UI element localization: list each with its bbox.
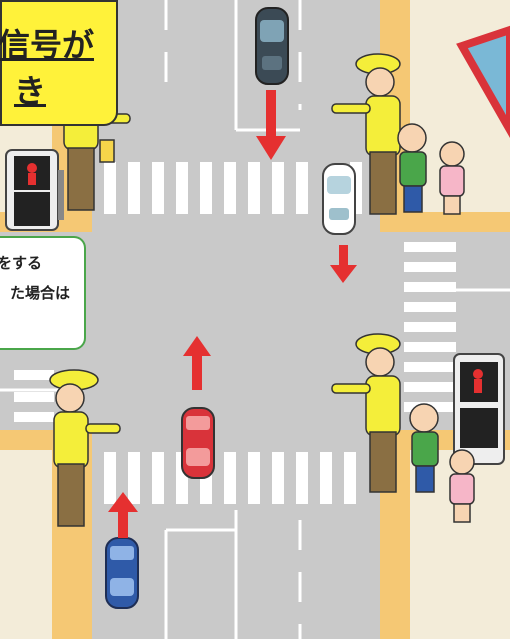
pedestrian-signal-icon-right [453, 353, 505, 465]
title-callout: 信号が き [0, 0, 118, 126]
car-red [181, 407, 215, 479]
traffic-arrow-icon [108, 90, 357, 538]
crosswalk-bottom [104, 452, 356, 504]
note-line-2: た場合は [9, 285, 70, 302]
child-icon [397, 123, 475, 523]
car-blue [105, 537, 139, 609]
note-line-1: をする [0, 255, 42, 272]
road-sign [456, 25, 510, 139]
crosswalk-right [404, 242, 456, 412]
car-white [322, 163, 356, 235]
title-line-1: 信号が [0, 27, 94, 63]
pedestrian-signal-icon [5, 149, 64, 231]
crosswalk-left [14, 370, 54, 422]
crosswalk-top [104, 162, 362, 214]
title-line-2: き [13, 73, 46, 109]
car-top-dark [255, 7, 289, 85]
note-callout: をする た場合は [0, 236, 86, 350]
